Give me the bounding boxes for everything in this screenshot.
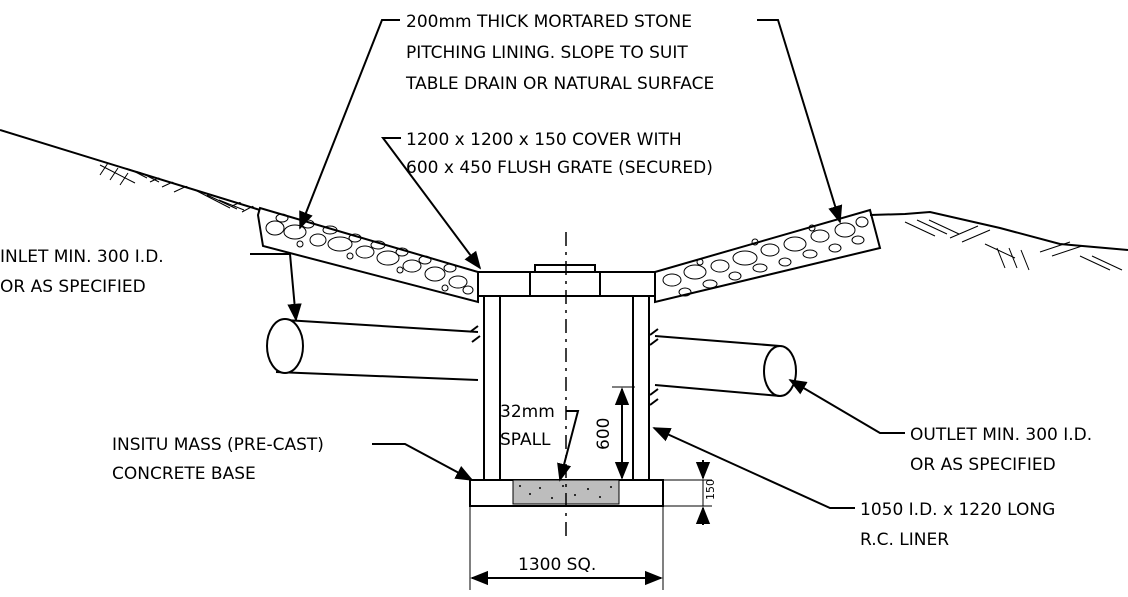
base-thickness-dimension bbox=[663, 460, 712, 525]
cover-label-line2: 600 x 450 FLUSH GRATE (SECURED) bbox=[406, 158, 713, 178]
base-label-line2: CONCRETE BASE bbox=[112, 464, 256, 484]
spall-label: 32mm SPALL bbox=[500, 402, 555, 450]
lining-label-line1: 200mm THICK MORTARED STONE bbox=[406, 12, 692, 32]
cover-label-line1: 1200 x 1200 x 150 COVER WITH bbox=[406, 130, 682, 150]
base-label: INSITU MASS (PRE-CAST) CONCRETE BASE bbox=[112, 435, 324, 484]
outlet-label-line2: OR AS SPECIFIED bbox=[910, 455, 1056, 475]
liner-label-line1: 1050 I.D. x 1220 LONG bbox=[860, 500, 1055, 520]
spall-label-line1: 32mm bbox=[500, 402, 555, 422]
natural-ground-right bbox=[869, 210, 1128, 271]
lining-label: 200mm THICK MORTARED STONE PITCHING LINI… bbox=[405, 12, 714, 94]
inlet-pipe bbox=[266, 318, 479, 381]
outlet-label-line1: OUTLET MIN. 300 I.D. bbox=[910, 425, 1092, 445]
natural-ground-left bbox=[0, 129, 261, 213]
base-width-label: 1300 SQ. bbox=[518, 555, 596, 575]
cover-label: 1200 x 1200 x 150 COVER WITH 600 x 450 F… bbox=[406, 130, 713, 178]
spall-label-line2: SPALL bbox=[500, 430, 551, 450]
inlet-label: INLET MIN. 300 I.D. OR AS SPECIFIED bbox=[0, 247, 164, 297]
lining-label-line2: PITCHING LINING. SLOPE TO SUIT bbox=[406, 43, 688, 63]
base-thickness-label: 150 bbox=[704, 479, 717, 500]
lining-label-line3: TABLE DRAIN OR NATURAL SURFACE bbox=[405, 74, 714, 94]
liner-label-line2: R.C. LINER bbox=[860, 530, 949, 550]
depth-label: 600 bbox=[594, 418, 614, 450]
leader-lines bbox=[250, 19, 905, 509]
outlet-label: OUTLET MIN. 300 I.D. OR AS SPECIFIED bbox=[910, 425, 1092, 475]
stone-pitching-right bbox=[654, 208, 882, 304]
base-label-line1: INSITU MASS (PRE-CAST) bbox=[112, 435, 324, 455]
outlet-pipe bbox=[654, 335, 797, 397]
base-width-dimension bbox=[469, 506, 664, 590]
rc-liner bbox=[469, 294, 659, 481]
liner-label: 1050 I.D. x 1220 LONG R.C. LINER bbox=[860, 500, 1055, 550]
depth-dimension bbox=[612, 386, 635, 481]
inlet-label-line1: INLET MIN. 300 I.D. bbox=[0, 247, 164, 267]
inlet-label-line2: OR AS SPECIFIED bbox=[0, 277, 146, 297]
